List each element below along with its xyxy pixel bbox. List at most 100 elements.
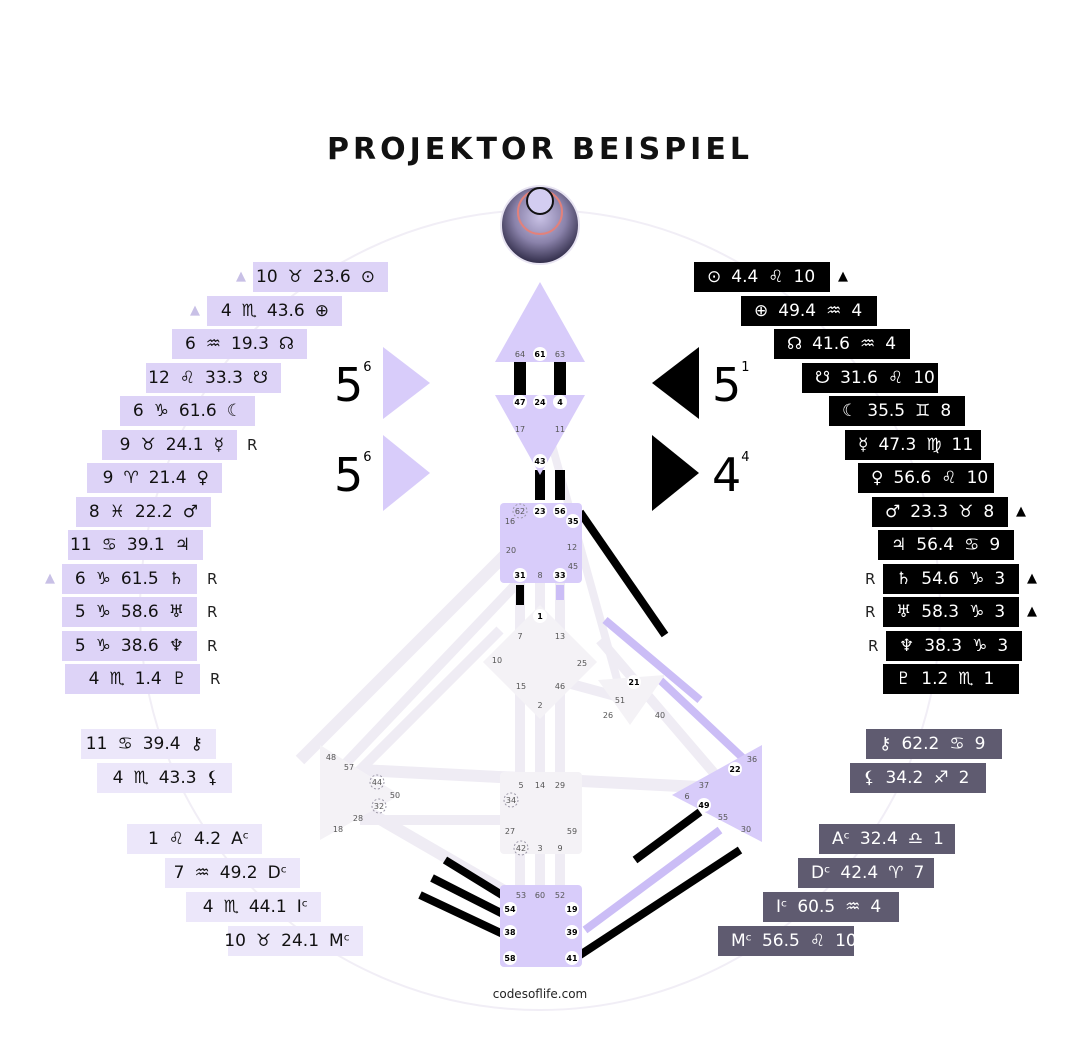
personality-gate: 9 (989, 535, 1000, 555)
personality-planet: Aᶜ (832, 829, 850, 849)
design-planet: ♀ (197, 468, 209, 488)
personality-planet: ♃ (891, 535, 906, 555)
design-planet: Iᶜ (297, 897, 308, 917)
personality-sign: ♑ (972, 636, 987, 656)
personality-planet: ♂ (885, 502, 900, 522)
arrow-right-top (652, 347, 699, 419)
design-planet: ♄ (169, 569, 184, 589)
personality-deg: 58.3 (921, 602, 959, 622)
design-planet: ☊ (279, 334, 294, 354)
design-sign: ♌ (180, 368, 195, 388)
design-deg: 1.4 (135, 669, 162, 689)
personality-deg: 56.5 (762, 931, 800, 951)
gate-label-25: 25 (577, 659, 587, 668)
personality-gate: 10 (835, 931, 857, 951)
design-sign: ♒ (206, 334, 221, 354)
personality-sign: ♌ (941, 468, 956, 488)
design-deg: 43.6 (267, 301, 305, 321)
personality-row: ☾35.5♊8 (829, 396, 965, 426)
gate-label-37: 37 (699, 781, 709, 790)
design-sign: ♏ (224, 897, 239, 917)
design-row: 5♑58.6♅ (62, 597, 197, 627)
design-row: 10♉23.6⊙ (253, 262, 388, 292)
gate-label-27: 27 (505, 827, 515, 836)
design-gate: 11 (70, 535, 92, 555)
gate-label-24: 24 (534, 398, 546, 407)
personality-planet: ♅ (896, 602, 911, 622)
design-sign: ♏ (133, 768, 148, 788)
personality-sign: ♌ (768, 267, 783, 287)
design-deg: 61.5 (121, 569, 159, 589)
personality-planet: ♄ (896, 569, 911, 589)
personality-row: ⊕49.4♒4 (741, 296, 877, 326)
personality-gate: 4 (851, 301, 862, 321)
personality-planet: ☊ (787, 334, 802, 354)
design-row: 4♏43.6⊕ (207, 296, 342, 326)
gate-label-29: 29 (555, 781, 565, 790)
gate-label-14: 14 (535, 781, 545, 790)
design-marker: ▲ (45, 571, 55, 586)
design-sign: ♈ (123, 468, 138, 488)
gate-label-35: 35 (567, 517, 579, 526)
personality-marker: ▲ (1016, 504, 1026, 519)
personality-deg: 56.4 (916, 535, 954, 555)
design-row: 6♑61.5♄ (62, 564, 197, 594)
design-marker: ▲ (190, 303, 200, 318)
design-sign: ♒ (195, 863, 210, 883)
design-sign: ♉ (288, 267, 303, 287)
design-deg: 49.2 (220, 863, 258, 883)
gate-label-39: 39 (566, 928, 578, 937)
gate-label-31: 31 (514, 571, 526, 580)
gate-label-22: 22 (729, 765, 740, 774)
design-row: 8♓22.2♂ (76, 497, 211, 527)
personality-sign: ♋ (964, 535, 979, 555)
design-deg: 43.3 (159, 768, 197, 788)
design-deg: 4.2 (194, 829, 221, 849)
design-planet: ☋ (253, 368, 268, 388)
retrograde-marker: R (868, 637, 878, 655)
design-deg: 39.4 (143, 734, 181, 754)
personality-gate: 10 (913, 368, 935, 388)
personality-row: ♆38.3♑3 (886, 631, 1022, 661)
design-planet: ♃ (175, 535, 190, 555)
personality-sign: ♈ (888, 863, 903, 883)
design-planet: ⚸ (207, 768, 219, 788)
personality-sign: ♋ (949, 734, 964, 754)
gate-label-56: 56 (554, 507, 566, 516)
personality-planet: ⊕ (754, 301, 768, 321)
design-deg: 22.2 (135, 502, 173, 522)
gate-label-28: 28 (353, 814, 363, 823)
design-deg: 39.1 (127, 535, 165, 555)
personality-sign: ♏ (958, 669, 973, 689)
personality-sign: ♊ (915, 401, 930, 421)
personality-deg: 54.6 (921, 569, 959, 589)
personality-row: ♄54.6♑3 (883, 564, 1019, 594)
design-gate: 8 (89, 502, 100, 522)
design-gate: 6 (133, 401, 144, 421)
arrow-left-bottom-label: 56 (334, 448, 372, 502)
design-gate: 6 (185, 334, 196, 354)
personality-gate: 1 (933, 829, 944, 849)
design-sign: ♉ (256, 931, 271, 951)
gate-label-55: 55 (718, 813, 728, 822)
design-row: 4♏1.4♇ (65, 664, 200, 694)
gate-label-43: 43 (534, 457, 545, 466)
gate-label-2: 2 (537, 701, 542, 710)
design-gate: 12 (148, 368, 170, 388)
design-row: 1♌4.2Aᶜ (127, 824, 262, 854)
design-deg: 24.1 (281, 931, 319, 951)
personality-gate: 3 (997, 636, 1008, 656)
gate-label-52: 52 (555, 891, 565, 900)
personality-planet: ☋ (815, 368, 830, 388)
arrow-left-top-label: 56 (334, 358, 372, 412)
gate-label-49: 49 (698, 801, 710, 810)
design-row: 9♈21.4♀ (87, 463, 222, 493)
personality-planet: Dᶜ (811, 863, 830, 883)
design-planet: ⚷ (191, 734, 203, 754)
design-gate: 11 (86, 734, 108, 754)
personality-row: ☊41.6♒4 (774, 329, 910, 359)
gate-label-58: 58 (504, 954, 516, 963)
gate-label-53: 53 (516, 891, 526, 900)
personality-row: ⚷62.2♋9 (866, 729, 1002, 759)
retrograde-marker: R (207, 637, 217, 655)
